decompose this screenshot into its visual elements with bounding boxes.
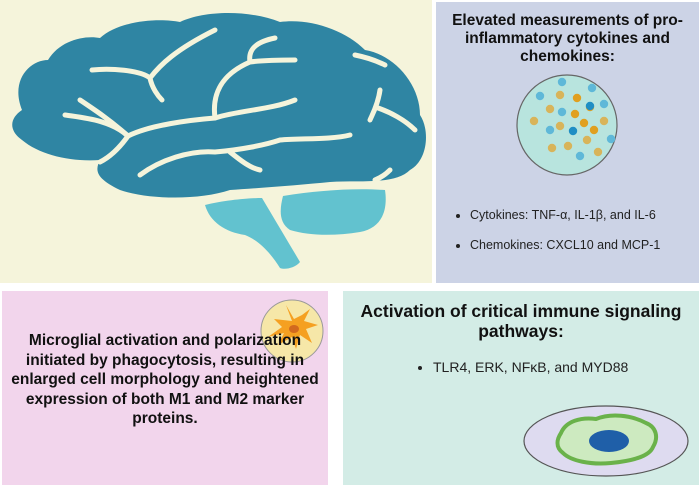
molecule-dot (555, 90, 565, 100)
brain-icon (12, 13, 426, 269)
microglia-panel: Microglial activation and polarization i… (2, 291, 328, 485)
cytokines-list: Cytokines: TNF-α, IL-1β, and IL-6 Chemok… (450, 208, 660, 268)
molecule-dot (579, 118, 589, 128)
molecule-dot (587, 83, 597, 93)
molecule-dot (599, 99, 609, 109)
cerebellum (280, 189, 386, 235)
list-item: TLR4, ERK, NFκB, and MYD88 (433, 359, 628, 375)
molecule-dot (572, 93, 582, 103)
molecule-dot (585, 101, 595, 111)
microglia-cell-icon (260, 299, 324, 363)
molecule-dot (555, 121, 565, 131)
pathways-panel: Activation of critical immune signaling … (343, 291, 699, 485)
brainstem (205, 198, 300, 269)
molecule-dot (529, 116, 539, 126)
cytokines-title: Elevated measurements of pro-inflammator… (452, 12, 683, 65)
molecule-dot (545, 125, 555, 135)
molecule-dish-icon (516, 74, 618, 176)
molecule-dot (582, 135, 592, 145)
molecule-dot (606, 134, 616, 144)
molecule-dot (545, 104, 555, 114)
pathways-title: Activation of critical immune signaling … (360, 301, 682, 341)
cerebrum (12, 13, 426, 198)
molecule-dot (575, 151, 585, 161)
molecule-dot (593, 147, 603, 157)
molecule-dot (557, 77, 567, 87)
molecule-dot (557, 107, 567, 117)
list-item: Cytokines: TNF-α, IL-1β, and IL-6 (470, 208, 660, 222)
molecule-dot (589, 125, 599, 135)
molecule-dot (599, 116, 609, 126)
brain-panel (0, 0, 432, 283)
molecule-dot (563, 141, 573, 151)
molecule-dot (570, 109, 580, 119)
cytokines-panel: Elevated measurements of pro-inflammator… (436, 2, 699, 283)
pathways-list: TLR4, ERK, NFκB, and MYD88 (413, 359, 628, 375)
molecule-dot (547, 143, 557, 153)
microglia-text: Microglial activation and polarization i… (11, 332, 319, 427)
cell-nucleus-icon (523, 405, 689, 477)
molecule-dot (568, 126, 578, 136)
molecule-dot (535, 91, 545, 101)
list-item: Chemokines: CXCL10 and MCP-1 (470, 238, 660, 252)
